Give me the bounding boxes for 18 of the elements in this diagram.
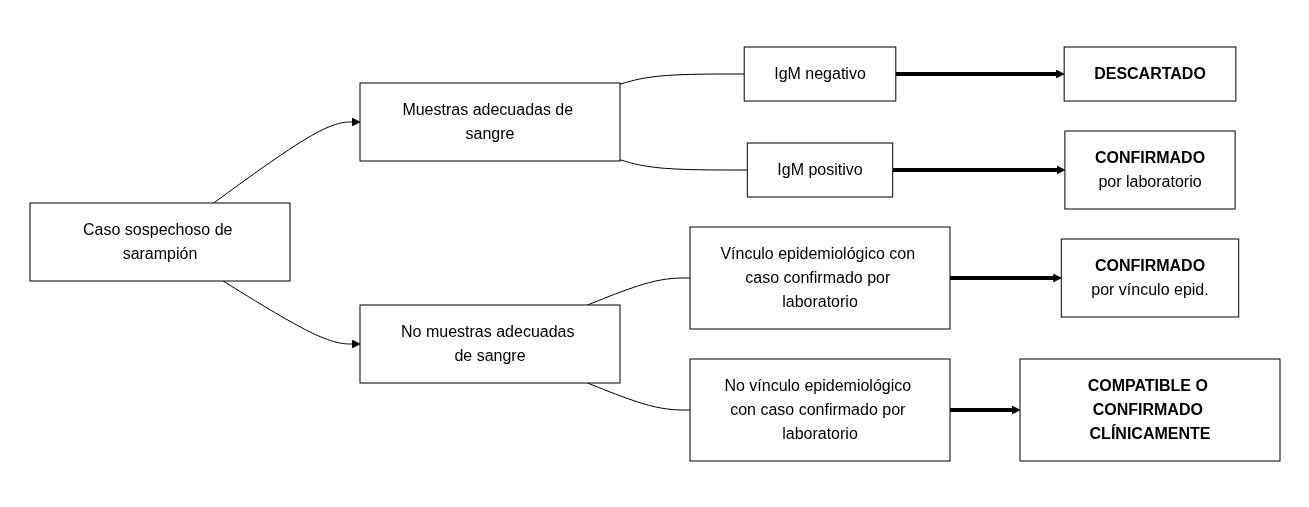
arrow [949,405,1020,414]
node-box: CONFIRMADO por laboratorio [1063,130,1236,209]
connector [619,73,745,85]
node-box: COMPATIBLE O CONFIRMADO CLÍNICAMENTE [1019,358,1280,461]
node-box: Muestras adecuadas de sangre [359,82,620,161]
arrow [892,165,1065,174]
connector [619,158,748,170]
node-box: Caso sospechoso de sarampión [29,202,290,281]
arrow [949,273,1062,282]
node-box: CONFIRMADO por vínculo epid. [1060,238,1239,317]
node-box: IgM negativo [743,46,896,101]
node-box: IgM positivo [746,142,893,197]
node-box: No muestras adecuadas de sangre [359,304,620,383]
arrow [222,280,360,348]
node-box: DESCARTADO [1063,46,1236,101]
arrow [895,69,1065,78]
node-box: Vínculo epidemiológico con caso confirmado por laboratorio [689,226,950,329]
node-box: No vínculo epidemiológico con caso confirmado por laboratorio [689,358,950,461]
